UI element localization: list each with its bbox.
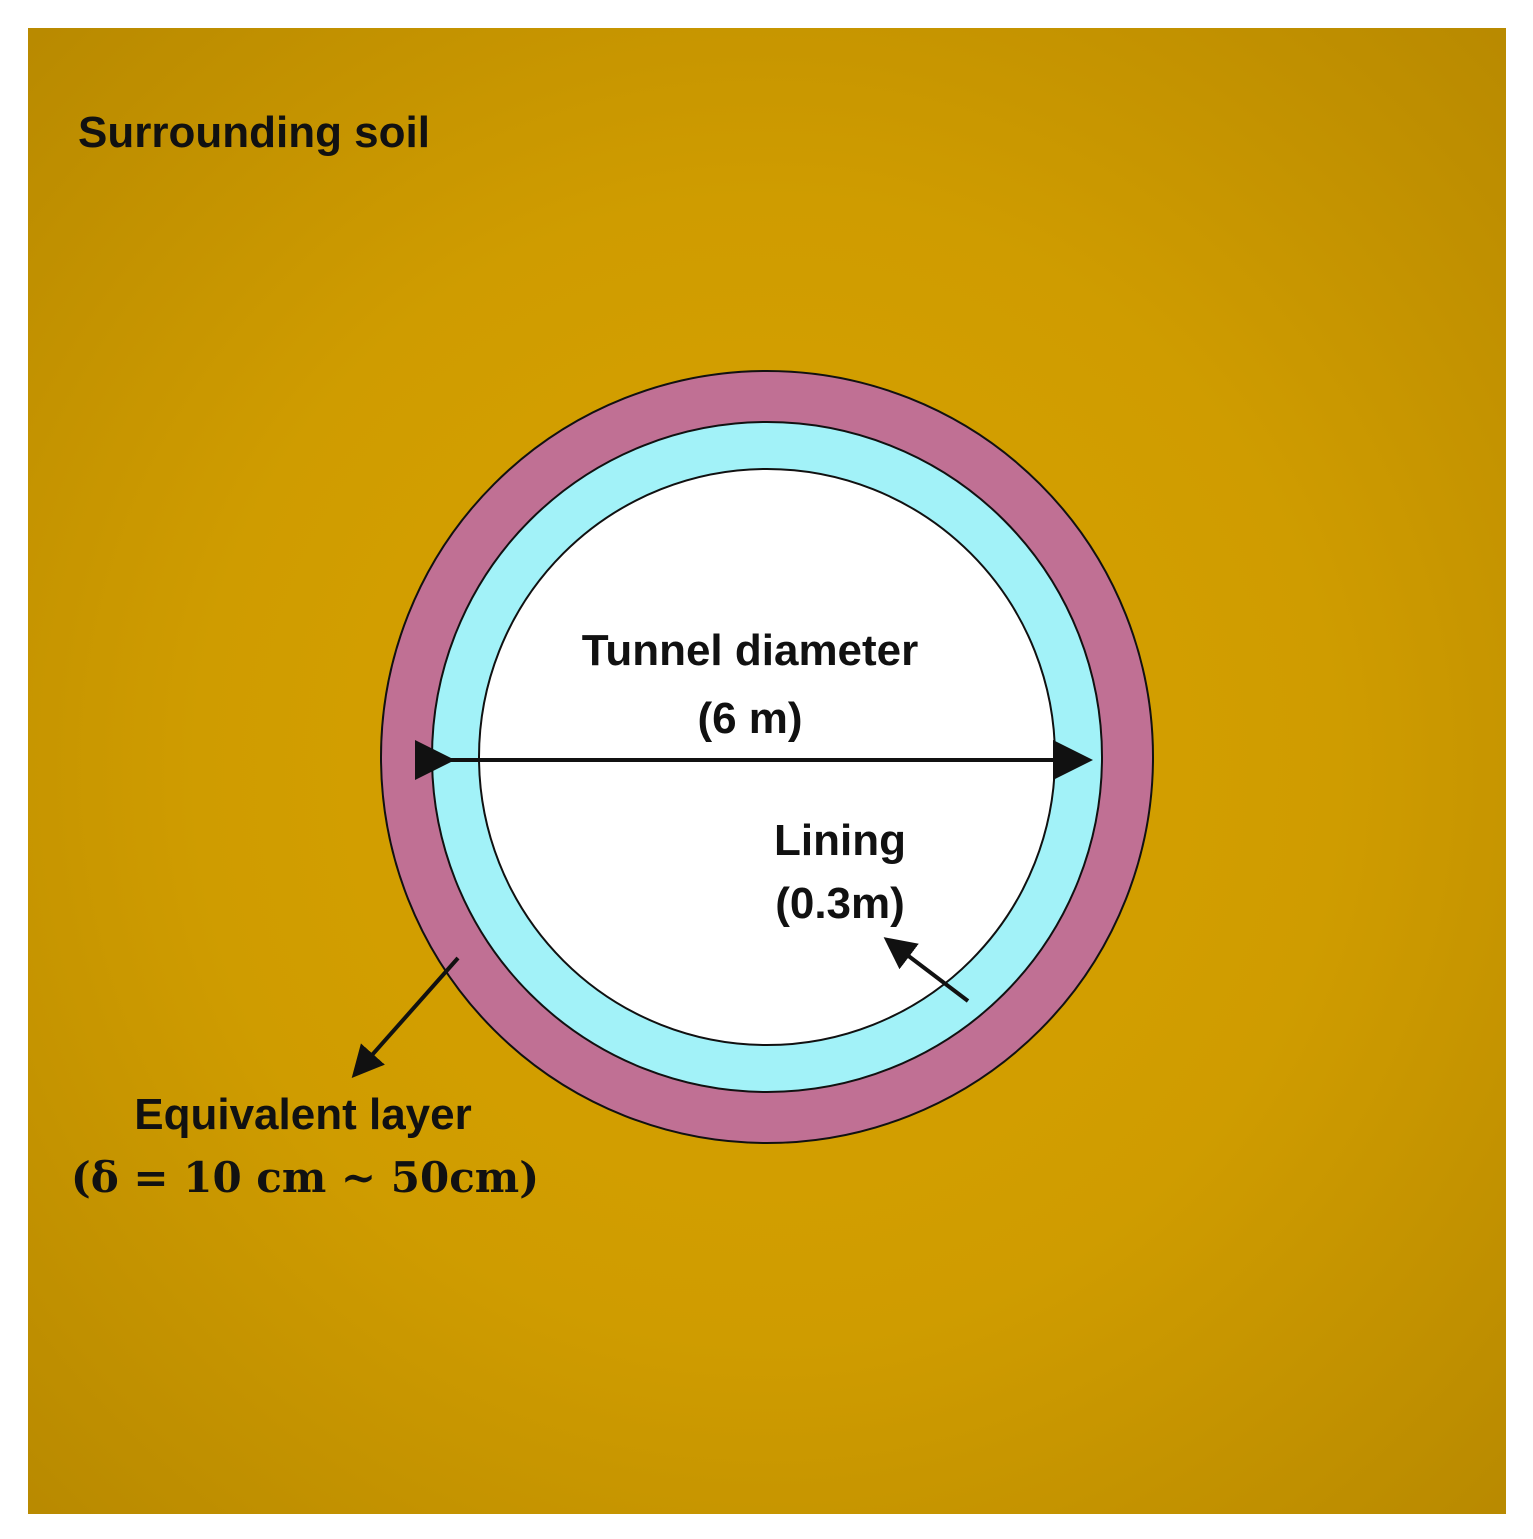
equivalent-layer-title-label: Equivalent layer [134,1090,471,1139]
equivalent-layer-pointer-arrow [351,956,460,1078]
tunnel-diameter-value-label: (6 m) [697,694,802,743]
tunnel-diameter-title-label: Tunnel diameter [582,626,919,675]
lining-pointer-arrow [883,937,970,1003]
surrounding-soil-label: Surrounding soil [78,108,430,157]
lining-value-label: (0.3m) [775,879,905,928]
equivalent-layer-range-label: (δ = 10 cm ~ 50cm) [71,1153,539,1202]
lining-title-label: Lining [774,816,906,865]
tunnel-interior [478,468,1056,1046]
